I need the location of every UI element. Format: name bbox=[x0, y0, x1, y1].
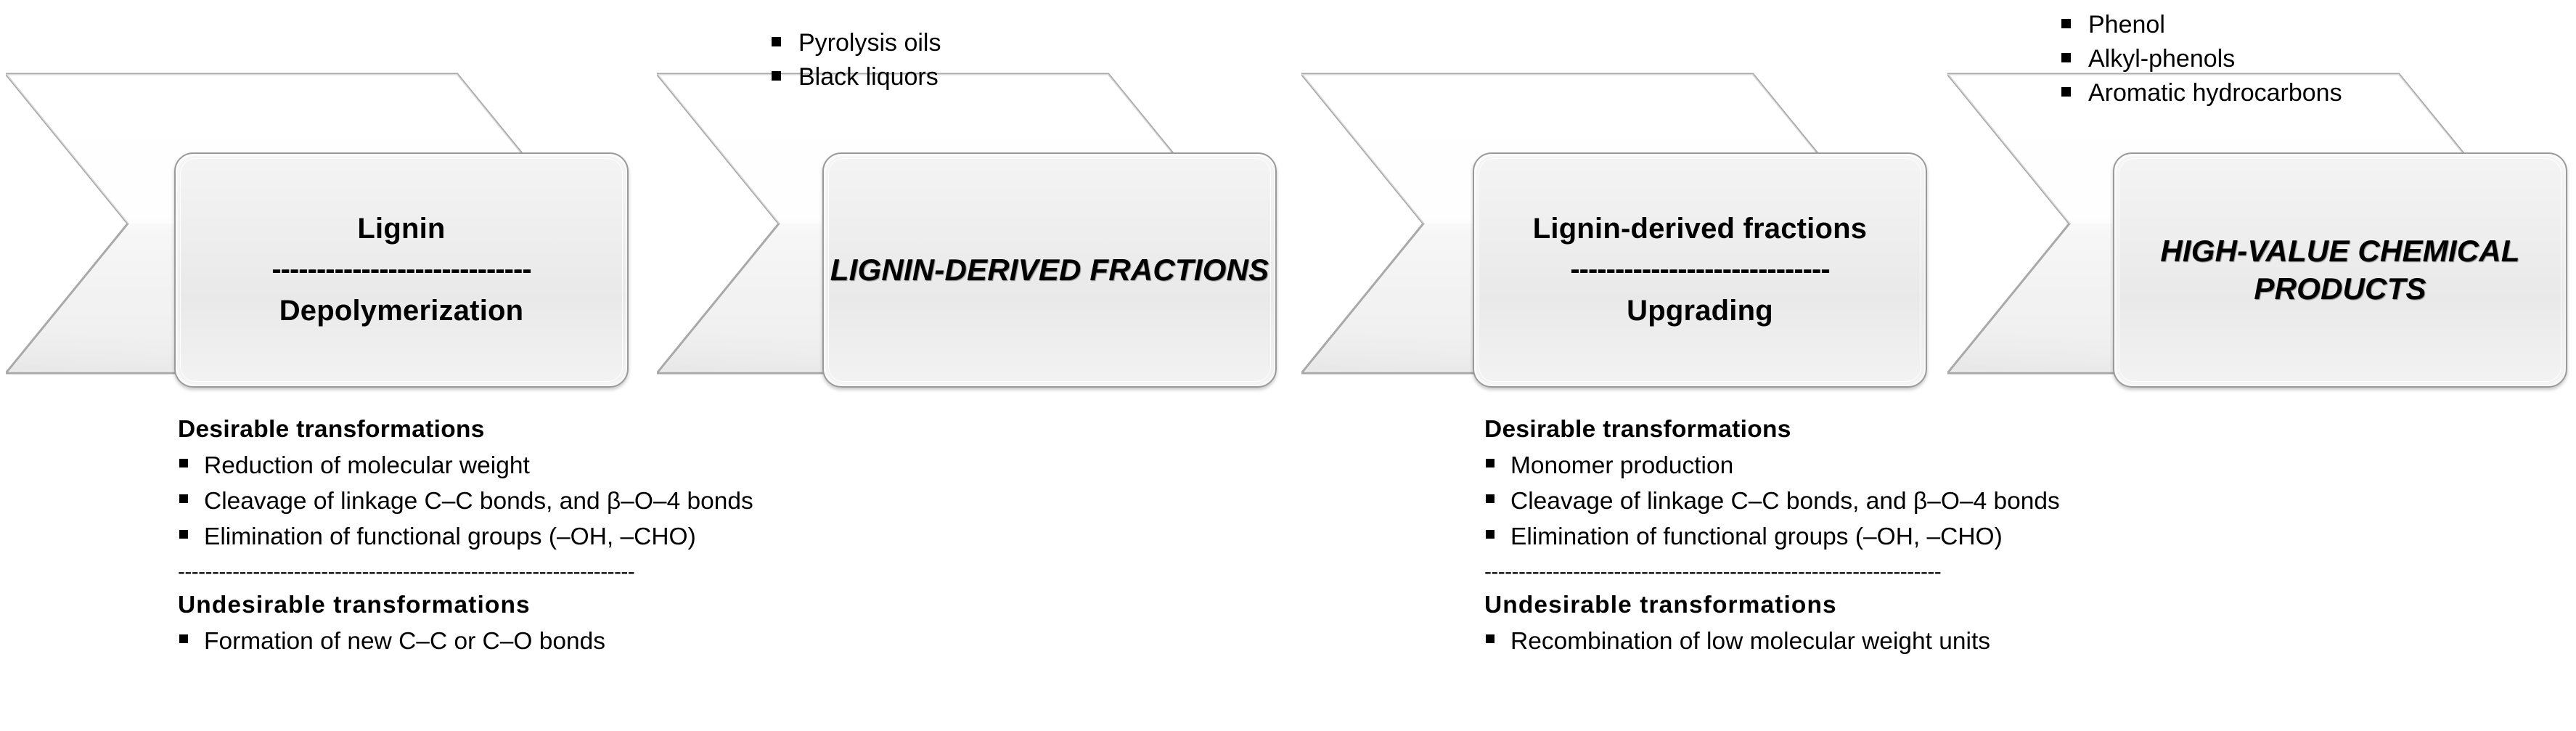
desirable-item-label: Reduction of molecular weight bbox=[204, 452, 530, 479]
bullet-square-icon bbox=[1486, 494, 1495, 503]
list-item: Alkyl-phenols bbox=[2061, 42, 2342, 76]
callout-item-label: Pyrolysis oils bbox=[798, 29, 941, 57]
stage-box-2-title: LIGNIN-DERIVED FRACTIONS bbox=[830, 252, 1269, 287]
undesirable-item-label: Formation of new C–C or C–O bonds bbox=[204, 627, 605, 655]
callout-products: Phenol Alkyl-phenols Aromatic hydrocarbo… bbox=[2061, 8, 2342, 110]
list-item: Recombination of low molecular weight un… bbox=[1484, 624, 2370, 660]
bullet-square-icon bbox=[772, 37, 781, 46]
bullet-square-icon bbox=[179, 634, 188, 643]
stage-box-1-divider: ----------------------------- bbox=[271, 253, 531, 285]
stage-box-1: Lignin ----------------------------- Dep… bbox=[174, 152, 629, 388]
bullet-square-icon bbox=[179, 529, 188, 539]
list-item: Formation of new C–C or C–O bonds bbox=[178, 624, 1034, 660]
stage-box-3-title: Lignin-derived fractions bbox=[1532, 212, 1868, 245]
callout-item-label: Alkyl-phenols bbox=[2088, 44, 2236, 73]
list-item: Phenol bbox=[2061, 8, 2342, 42]
list-item: Elimination of functional groups (–OH, –… bbox=[1484, 520, 2370, 555]
list-item: Cleavage of linkage C–C bonds, and β–O–4… bbox=[178, 484, 1034, 520]
desirable-item-label: Cleavage of linkage C–C bonds, and β–O–4… bbox=[1510, 487, 2060, 515]
bullet-square-icon bbox=[1486, 634, 1495, 643]
callout-item-label: Aromatic hydrocarbons bbox=[2088, 78, 2342, 107]
bullet-square-icon bbox=[772, 70, 781, 81]
bullet-square-icon bbox=[179, 494, 188, 503]
stage-box-3: Lignin-derived fractions ---------------… bbox=[1473, 152, 1927, 388]
stage-box-4-title: HIGH-VALUE CHEMICAL PRODUCTS bbox=[2160, 233, 2520, 306]
list-item: Cleavage of linkage C–C bonds, and β–O–4… bbox=[1484, 484, 2370, 520]
list-item: Pyrolysis oils bbox=[772, 26, 941, 60]
stage-box-3-subtitle: Upgrading bbox=[1627, 295, 1773, 327]
bullet-square-icon bbox=[2061, 19, 2071, 28]
bullet-square-icon bbox=[2061, 86, 2071, 97]
stage-box-1-subtitle: Depolymerization bbox=[279, 295, 524, 327]
callout-feedstocks: Pyrolysis oils Black liquors bbox=[772, 26, 941, 94]
bullet-square-icon bbox=[1486, 458, 1495, 467]
undesirable-item-label: Recombination of low molecular weight un… bbox=[1510, 627, 1991, 655]
section-rule: ----------------------------------------… bbox=[178, 560, 635, 583]
description-upgrading: Desirable transformations Monomer produc… bbox=[1484, 412, 2370, 659]
desirable-item-label: Monomer production bbox=[1510, 452, 1734, 479]
list-item: Black liquors bbox=[772, 60, 941, 94]
bullet-square-icon bbox=[1486, 529, 1495, 539]
undesirable-heading: Undesirable transformations bbox=[178, 591, 531, 618]
desirable-item-label: Cleavage of linkage C–C bonds, and β–O–4… bbox=[204, 487, 753, 515]
bullet-square-icon bbox=[179, 458, 188, 467]
desirable-heading: Desirable transformations bbox=[178, 416, 485, 443]
desirable-heading: Desirable transformations bbox=[1484, 416, 1791, 443]
stage-box-4: HIGH-VALUE CHEMICAL PRODUCTS bbox=[2113, 152, 2567, 388]
stage-box-1-title: Lignin bbox=[357, 212, 446, 245]
desirable-item-label: Elimination of functional groups (–OH, –… bbox=[1510, 523, 2003, 550]
list-item: Reduction of molecular weight bbox=[178, 449, 1034, 484]
description-depolymerization: Desirable transformations Reduction of m… bbox=[178, 412, 1034, 659]
stage-box-2: LIGNIN-DERIVED FRACTIONS bbox=[822, 152, 1277, 388]
stage-box-3-divider: ----------------------------- bbox=[1570, 253, 1830, 285]
list-item: Monomer production bbox=[1484, 449, 2370, 484]
callout-item-label: Black liquors bbox=[798, 62, 939, 91]
list-item: Elimination of functional groups (–OH, –… bbox=[178, 520, 1034, 555]
bullet-square-icon bbox=[2061, 52, 2071, 62]
desirable-item-label: Elimination of functional groups (–OH, –… bbox=[204, 523, 696, 550]
section-rule: ----------------------------------------… bbox=[1484, 560, 1942, 583]
callout-item-label: Phenol bbox=[2088, 11, 2165, 38]
undesirable-heading: Undesirable transformations bbox=[1484, 591, 1837, 618]
list-item: Aromatic hydrocarbons bbox=[2061, 76, 2342, 110]
